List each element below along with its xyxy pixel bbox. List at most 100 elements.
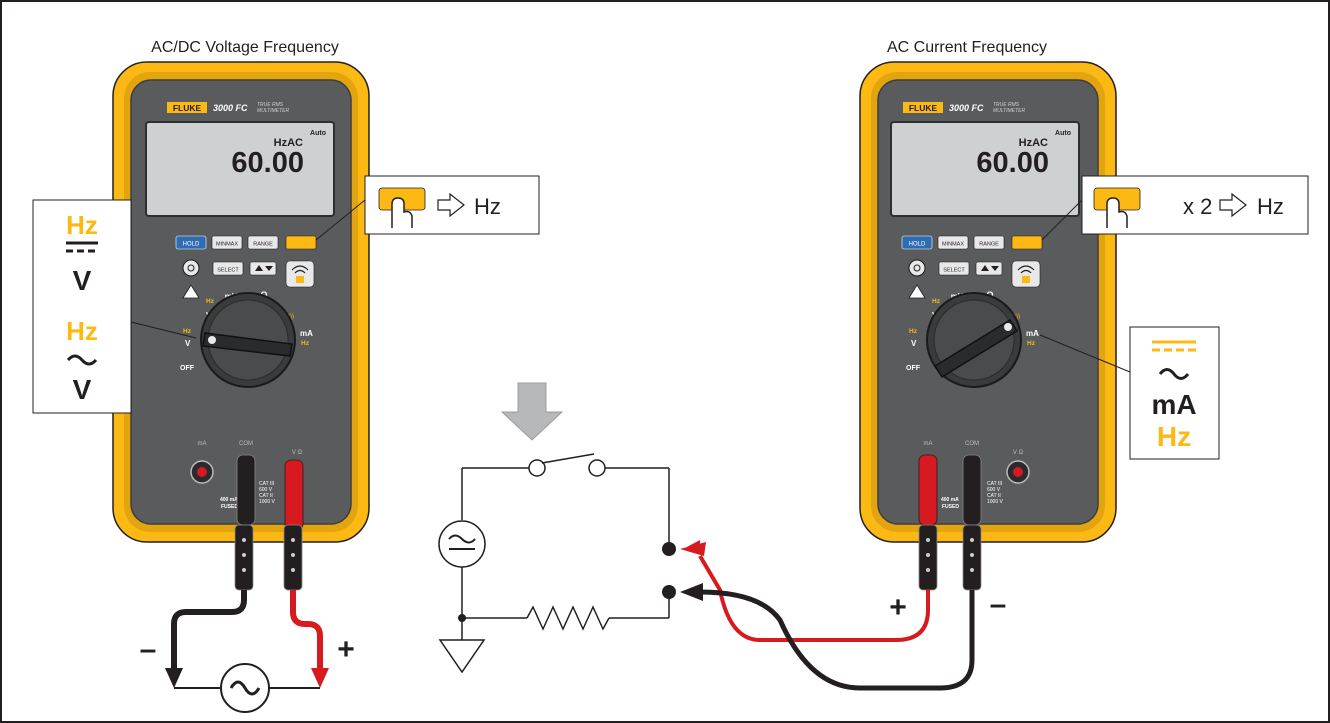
- model-sub-2: MULTIMETER: [257, 108, 290, 114]
- dial-hz-dcv: Hz: [206, 298, 215, 305]
- com-jack-label: COM: [239, 441, 253, 447]
- right-meter: AC Current Frequency FLUKE 3000 FC TRUE …: [860, 39, 1116, 590]
- v-ohm-jack-label: V Ω: [292, 450, 303, 456]
- red-lead-arrow-icon: [311, 668, 329, 688]
- junction-dot: [458, 614, 466, 622]
- resistor-icon: [527, 607, 609, 629]
- switch-blade: [542, 454, 594, 463]
- range-label: RANGE: [253, 242, 273, 248]
- source-symbol-icon: [439, 521, 485, 567]
- lcd-value: 60.00: [231, 147, 304, 179]
- callout-hz-dcv: Hz: [66, 210, 98, 240]
- dial-hz-dcv: Hz: [932, 298, 941, 305]
- wireless-badge: [296, 276, 304, 283]
- right-leads: + –: [680, 540, 1006, 688]
- red-probe-body: [919, 525, 937, 590]
- dial-hz-ma: Hz: [1027, 340, 1036, 347]
- cat-label-4: 1000 V: [259, 499, 276, 505]
- red-probe-plug[interactable]: [285, 460, 303, 530]
- red-probe-plug[interactable]: [919, 455, 937, 525]
- ma-jack-label: mA: [924, 441, 933, 447]
- dial-acv: V: [911, 339, 917, 348]
- right-plus-sign: +: [889, 591, 907, 624]
- ground-icon: [440, 640, 484, 672]
- fused-label-2: FUSED: [942, 504, 959, 510]
- dial-pointer: [1004, 323, 1012, 331]
- com-jack-label: COM: [965, 441, 979, 447]
- select-label: SELECT: [217, 268, 239, 274]
- brand-label: FLUKE: [909, 103, 938, 113]
- black-lead-arrow-icon: [680, 583, 703, 601]
- black-probe-plug[interactable]: [963, 455, 981, 525]
- dial-pointer: [208, 336, 216, 344]
- callout-acv: V: [73, 374, 92, 405]
- callout-hz-acv: Hz: [66, 316, 98, 346]
- black-probe-body: [235, 525, 253, 590]
- model-label: 3000 FC: [213, 103, 248, 113]
- left-minus-sign: –: [140, 633, 157, 666]
- callout-hz: Hz: [1157, 421, 1191, 452]
- black-test-lead: [174, 590, 244, 672]
- switch-contact-right: [589, 460, 605, 476]
- model-label: 3000 FC: [949, 103, 984, 113]
- up-down-button[interactable]: [976, 262, 1002, 275]
- dial-off: OFF: [906, 365, 921, 372]
- callout-dcv: V: [73, 265, 92, 296]
- range-label: RANGE: [979, 242, 999, 248]
- dial-ma: mA: [1026, 329, 1039, 338]
- right-panel-title: AC Current Frequency: [887, 39, 1047, 56]
- black-probe-plug[interactable]: [237, 455, 255, 525]
- left-plus-sign: +: [337, 633, 355, 666]
- middle-circuit: [439, 383, 676, 672]
- red-lead-arrow-icon: [680, 540, 706, 556]
- dial-ma: mA: [300, 329, 313, 338]
- callout-ma: mA: [1151, 389, 1196, 420]
- wireless-badge: [1022, 276, 1030, 283]
- black-lead-arrow-icon: [165, 668, 183, 688]
- lcd-range: Auto: [1055, 130, 1071, 137]
- test-point-upper: [662, 542, 676, 556]
- black-probe-body: [963, 525, 981, 590]
- wireless-button[interactable]: [1012, 261, 1040, 287]
- dial-acv: V: [185, 339, 191, 348]
- minmax-label: MINMAX: [942, 242, 964, 248]
- lcd-range: Auto: [310, 130, 326, 137]
- fused-label-1: 400 mA: [220, 497, 238, 503]
- dial-hz-ma: Hz: [301, 340, 310, 347]
- wireless-button[interactable]: [286, 261, 314, 287]
- lcd-value: 60.00: [976, 147, 1049, 179]
- hz-function-button[interactable]: [1012, 236, 1042, 249]
- left-panel-title: AC/DC Voltage Frequency: [151, 39, 339, 56]
- left-circuit: – +: [140, 590, 355, 712]
- callout-x2-label: x 2: [1183, 194, 1212, 219]
- cat-label-4: 1000 V: [987, 499, 1004, 505]
- red-probe-body: [284, 525, 302, 590]
- right-minus-sign: –: [990, 588, 1007, 621]
- ma-jack-label: mA: [198, 441, 207, 447]
- fused-label-2: FUSED: [221, 504, 238, 510]
- power-off-arrow-icon: [502, 383, 562, 440]
- fused-label-1: 400 mA: [941, 497, 959, 503]
- v-ohm-jack-socket: [1013, 467, 1023, 477]
- callout-hz-label: Hz: [1257, 194, 1284, 219]
- select-label: SELECT: [943, 268, 965, 274]
- minmax-label: MINMAX: [216, 242, 238, 248]
- red-test-lead: [293, 590, 320, 672]
- backlight-button[interactable]: [909, 260, 925, 276]
- hz-function-button[interactable]: [286, 236, 316, 249]
- dial-hz-acv: Hz: [183, 328, 192, 335]
- v-ohm-jack-label: V Ω: [1013, 450, 1024, 456]
- dial-hz-acv: Hz: [909, 328, 918, 335]
- dial-off: OFF: [180, 365, 195, 372]
- backlight-button[interactable]: [183, 260, 199, 276]
- hold-label: HOLD: [183, 242, 200, 248]
- ma-jack-socket: [197, 467, 207, 477]
- brand-label: FLUKE: [173, 103, 202, 113]
- test-point-lower: [662, 585, 676, 599]
- up-down-button[interactable]: [250, 262, 276, 275]
- hold-label: HOLD: [909, 242, 926, 248]
- callout-hz-label: Hz: [474, 194, 501, 219]
- left-meter: AC/DC Voltage Frequency FLUKE 3000 FC TR…: [113, 39, 369, 590]
- model-sub-2: MULTIMETER: [993, 108, 1026, 114]
